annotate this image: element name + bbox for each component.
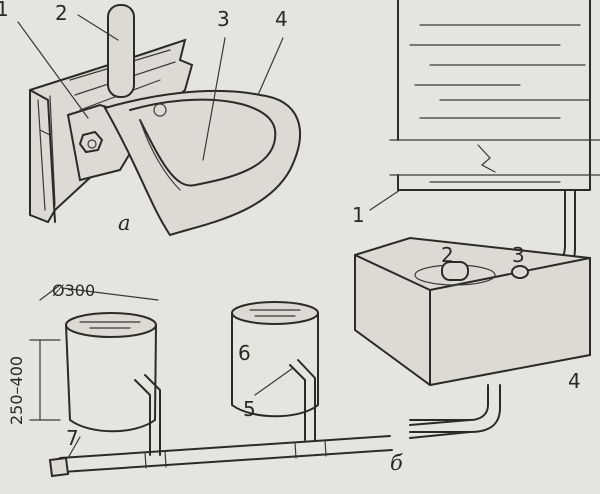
callout-a-2: 2 [55,1,68,25]
callout-lines-b2 [67,367,294,459]
diameter-label: Ø300 [52,281,95,300]
water-tank [389,0,600,191]
caption-b: б [390,451,403,475]
water-main-pipe [48,419,471,478]
bucket-right [231,301,319,441]
callout-b-4: 4 [568,369,581,393]
callout-lines-a [17,14,284,161]
caption-a: а [118,211,131,235]
bucket-left [65,312,161,456]
float-trough [354,236,591,433]
callout-lines-b [369,189,401,211]
callout-a-3: 3 [217,7,230,31]
height-label: 250–400 [7,356,26,425]
callout-b-1: 1 [352,203,365,227]
callout-b-5: 5 [243,397,256,421]
callout-b-6: 6 [238,341,251,365]
callout-a-4: 4 [275,7,288,31]
drinking-bowl [103,89,301,237]
dimension-lines [29,284,159,421]
callout-b-2: 2 [441,243,454,267]
water-pipe [107,4,135,98]
nut [78,130,104,154]
callout-b-7: 7 [66,426,79,450]
callout-a-1: 1 [0,0,9,21]
callout-b-3: 3 [512,243,525,267]
